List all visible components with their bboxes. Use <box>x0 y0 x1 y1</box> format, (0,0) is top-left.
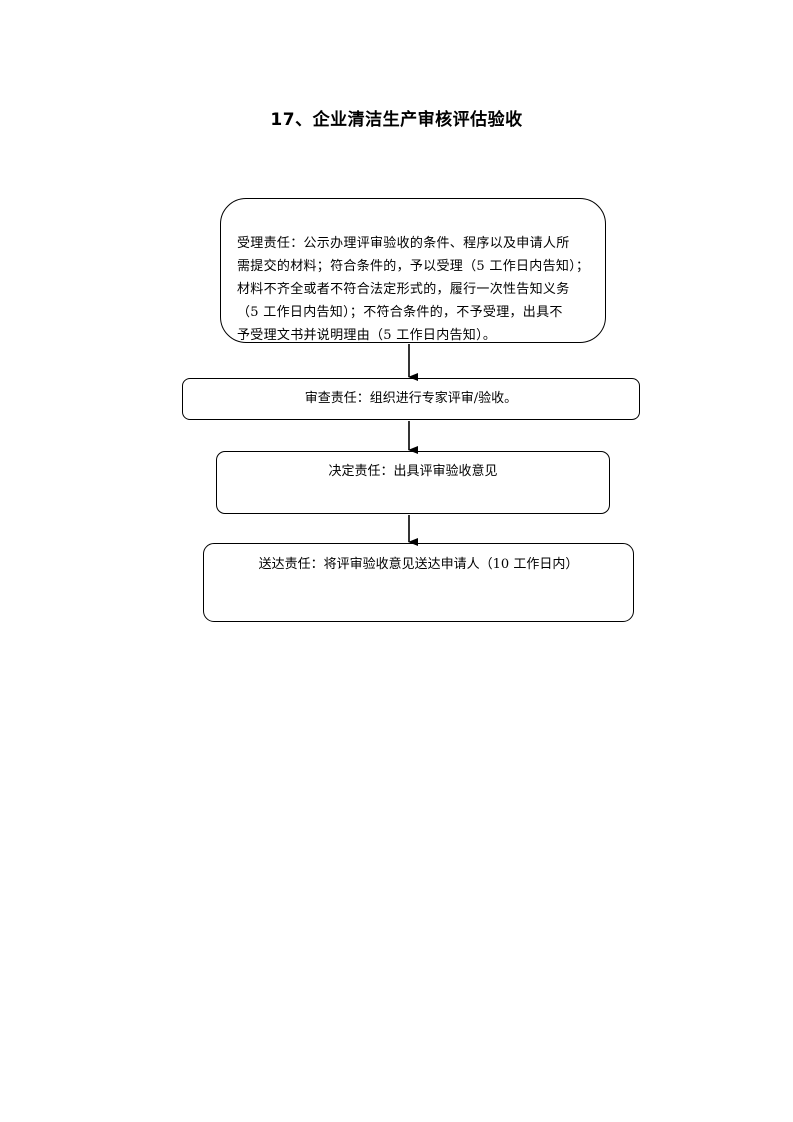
step-review-box: 审查责任：组织进行专家评审/验收。 <box>182 378 640 420</box>
step-decide-box: 决定责任：出具评审验收意见 <box>216 451 610 514</box>
step-accept-box: 受理责任：公示办理评审验收的条件、程序以及申请人所 需提交的材料；符合条件的，予… <box>220 198 606 343</box>
page-title: 17、企业清洁生产审核评估验收 <box>270 110 523 130</box>
step-decide-text: 决定责任：出具评审验收意见 <box>328 464 498 479</box>
step-deliver-text: 送达责任：将评审验收意见送达申请人（10 工作日内） <box>258 557 579 572</box>
step-deliver-box: 送达责任：将评审验收意见送达申请人（10 工作日内） <box>203 543 634 622</box>
step-review-text: 审查责任：组织进行专家评审/验收。 <box>304 391 518 406</box>
step-accept-text: 受理责任：公示办理评审验收的条件、程序以及申请人所 需提交的材料；符合条件的，予… <box>237 236 590 343</box>
